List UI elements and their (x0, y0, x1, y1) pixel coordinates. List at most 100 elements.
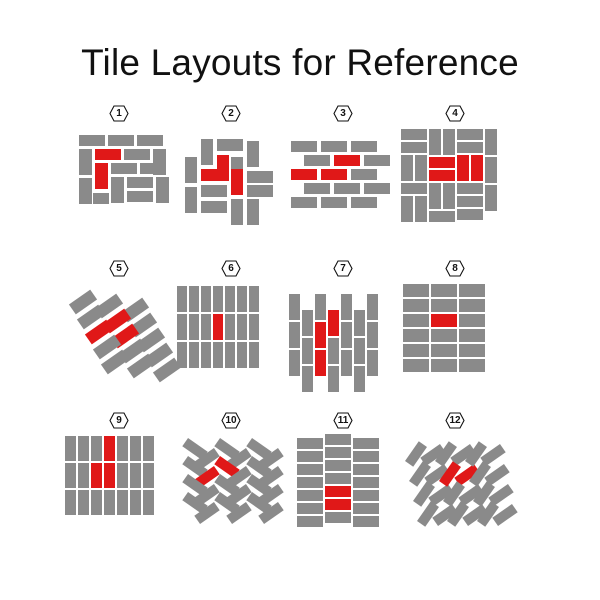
tile (315, 294, 326, 320)
tile (201, 201, 227, 213)
hexagon-number-badge: 5 (109, 260, 129, 277)
tile (126, 353, 156, 379)
highlighted-tile (95, 149, 121, 160)
tile (217, 139, 243, 151)
tile (213, 286, 223, 312)
highlighted-tile (429, 170, 455, 181)
tile (246, 456, 272, 478)
hexagon-number-badge: 7 (333, 260, 353, 277)
tile (201, 286, 211, 312)
hexagon-number-badge: 2 (221, 105, 241, 122)
tile (367, 350, 378, 376)
highlighted-tile (334, 155, 360, 166)
tile (429, 183, 441, 209)
highlighted-tile (231, 169, 243, 195)
tile (459, 344, 485, 357)
tile (78, 463, 89, 488)
tile (201, 139, 213, 165)
layout-number: 8 (452, 263, 458, 274)
tile (189, 342, 199, 368)
layout-number: 11 (337, 415, 349, 426)
tile (341, 350, 352, 376)
tile (457, 129, 483, 140)
tile (443, 481, 465, 507)
tile (65, 436, 76, 461)
layout-number: 12 (449, 415, 461, 426)
tile (247, 171, 273, 183)
tile-layout-5: 5 (63, 260, 182, 390)
highlighted-tile (429, 157, 455, 168)
hexagon-number-badge: 8 (445, 260, 465, 277)
tile (429, 129, 441, 155)
tile (477, 501, 499, 527)
layout-number: 4 (452, 108, 458, 119)
tile-layout-2: 2 (175, 105, 285, 235)
tile (213, 342, 223, 368)
tile (484, 464, 510, 486)
tile (465, 441, 487, 467)
tile (485, 185, 497, 211)
tile (201, 185, 227, 197)
tile (91, 490, 102, 515)
tile-layout-7: 7 (287, 260, 397, 392)
tile (246, 438, 272, 460)
tile (291, 197, 317, 208)
tile-pattern (175, 127, 285, 227)
tile (302, 338, 313, 364)
tile (367, 294, 378, 320)
tile (459, 299, 485, 312)
tile (143, 463, 154, 488)
tile (485, 129, 497, 155)
tile (214, 492, 240, 514)
tile (443, 129, 455, 155)
highlighted-tile (95, 163, 108, 189)
tile (351, 141, 377, 152)
tile (354, 310, 365, 336)
tile (304, 155, 330, 166)
tile (76, 304, 106, 330)
tile (403, 344, 429, 357)
tile (78, 436, 89, 461)
tile (431, 359, 457, 372)
tile (214, 438, 240, 460)
tile (246, 492, 272, 514)
highlighted-tile (194, 466, 220, 488)
tile-pattern (287, 282, 397, 392)
tile (302, 310, 313, 336)
tile (247, 185, 273, 197)
tile-pattern (63, 434, 173, 534)
highlighted-tile (104, 436, 115, 461)
highlighted-tile (217, 155, 229, 181)
tile (435, 441, 457, 467)
tile (364, 183, 390, 194)
tile (291, 141, 317, 152)
tile (459, 284, 485, 297)
tile (492, 504, 518, 526)
highlighted-tile (315, 350, 326, 376)
tile (289, 350, 300, 376)
layout-number: 1 (116, 108, 122, 119)
tile-layout-3: 3 (287, 105, 397, 235)
layout-number: 5 (116, 263, 122, 274)
tile (415, 155, 427, 181)
tile (104, 490, 115, 515)
tile (249, 286, 259, 312)
tile (401, 183, 427, 194)
tile (450, 444, 476, 466)
tile-pattern (175, 282, 285, 382)
tile (353, 464, 379, 475)
tile (415, 196, 427, 222)
tile (297, 490, 323, 501)
tile (428, 484, 454, 506)
tile (214, 474, 240, 496)
highlighted-tile (104, 463, 115, 488)
tile (237, 314, 247, 340)
tile (485, 157, 497, 183)
tile (225, 342, 235, 368)
highlighted-tile (325, 486, 351, 497)
layout-number: 7 (340, 263, 346, 274)
tile (488, 484, 514, 506)
tile-layout-9: 9 (63, 412, 173, 542)
tile (424, 464, 450, 486)
tile (443, 183, 455, 209)
